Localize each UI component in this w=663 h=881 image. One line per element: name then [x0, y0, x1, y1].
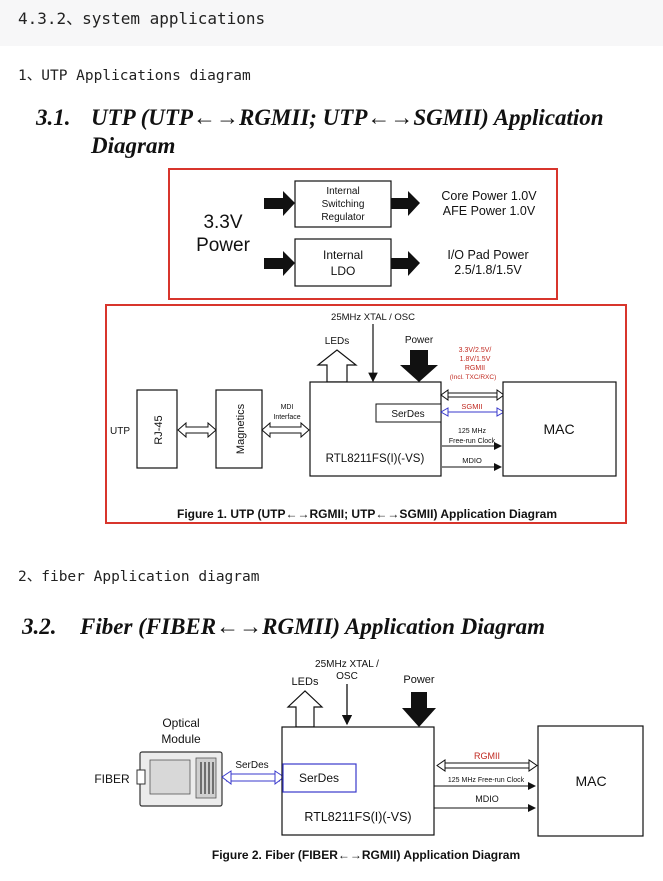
rj45-box	[136, 389, 178, 469]
magnetics-box	[215, 389, 263, 469]
fig2-chip-label: RTL8211FS(I)(-VS)	[304, 810, 411, 824]
clock-line2: Free-run Clock	[449, 438, 496, 445]
arrow-to-regulator	[264, 191, 295, 216]
utp-diagram-border	[105, 304, 627, 524]
mac-label: MAC	[543, 421, 574, 437]
fig2-rgmii-label: RGMII	[474, 751, 500, 761]
fig2-leds-label: LEDs	[292, 676, 319, 688]
fig2-mac-label: MAC	[575, 773, 606, 789]
mac-box	[502, 381, 617, 477]
heading-3-2-title: Fiber (FIBER←→RGMII) Application Diagram	[80, 614, 545, 639]
optical-line1: Optical	[162, 716, 199, 730]
clock-line1: 125 MHz	[458, 428, 487, 435]
io-power-line1: I/O Pad Power	[447, 248, 528, 262]
figure1-caption: Figure 1. UTP (UTP←→RGMII; UTP←→SGMII) A…	[177, 507, 557, 521]
mdio-label: MDIO	[462, 456, 482, 465]
power-in-line2: Power	[196, 235, 251, 256]
header-bar	[0, 0, 663, 46]
fig2-mdio-label: MDIO	[475, 794, 499, 804]
fig2-xtal-line1: 25MHz XTAL /	[315, 659, 379, 670]
subsection-fiber: 2、fiber Application diagram	[18, 569, 260, 585]
leds-label: LEDs	[325, 336, 349, 347]
voltage-line4: (Incl. TXC/RXC)	[450, 374, 496, 381]
fig2-serdes-link-label: SerDes	[235, 760, 268, 771]
figure2-caption: Figure 2. Fiber (FIBER←→RGMII) Applicati…	[212, 848, 520, 862]
chip-label: RTL8211FS(I)(-VS)	[326, 453, 425, 465]
section-heading: 4.3.2、system applications	[18, 9, 266, 28]
rj45-label: RJ-45	[153, 415, 165, 444]
fig2-clock-label: 125 MHz Free-run Clock	[448, 777, 525, 784]
xtal-label: 25MHz XTAL / OSC	[331, 312, 415, 323]
io-power-line2: 2.5/1.8/1.5V	[454, 263, 522, 277]
arrow-to-core-power	[391, 191, 420, 216]
magnetics-label: Magnetics	[235, 403, 247, 454]
power-label: Power	[405, 335, 434, 346]
voltage-line1: 3.3V/2.5V/	[459, 347, 492, 354]
optical-module-graphic	[136, 751, 223, 807]
mdi-arrow	[261, 421, 310, 439]
chip-box	[309, 381, 442, 477]
heading-3-2-number: 3.2.	[22, 614, 57, 639]
fig2-mac-box	[537, 725, 644, 837]
ldo-box	[294, 238, 392, 287]
core-power-line2: AFE Power 1.0V	[443, 204, 536, 218]
power-arrow	[400, 350, 438, 382]
heading-3-1-number: 3.1.	[36, 105, 71, 130]
mdi-line1: MDI	[281, 404, 294, 411]
rj45-magnetics-arrow	[177, 421, 217, 439]
fiber-label: FIBER	[94, 772, 130, 786]
regulator-box	[294, 180, 392, 228]
mdi-line2: Interface	[273, 414, 300, 421]
serdes-label: SerDes	[391, 409, 424, 420]
utp-label: UTP	[110, 426, 130, 437]
fig2-xtal-line2: OSC	[336, 671, 358, 682]
regulator-line1: Internal	[326, 186, 359, 197]
heading-3-1-title-line2: Diagram	[91, 133, 176, 158]
ldo-line1: Internal	[323, 248, 363, 262]
ldo-line2: LDO	[331, 264, 356, 278]
core-power-line1: Core Power 1.0V	[441, 189, 537, 203]
regulator-line2: Switching	[322, 199, 365, 210]
heading-3-1-title: UTP (UTP←→RGMII; UTP←→SGMII) Application	[91, 105, 604, 130]
arrow-to-ldo	[264, 251, 295, 276]
arrow-to-io-power	[391, 251, 420, 276]
sgmii-label: SGMII	[461, 402, 482, 411]
voltage-line2: 1.8V/1.5V	[460, 356, 491, 363]
fig2-serdes-box	[282, 763, 357, 793]
optical-line2: Module	[161, 732, 201, 746]
fig2-serdes-label: SerDes	[299, 771, 339, 785]
subsection-utp: 1、UTP Applications diagram	[18, 68, 251, 84]
power-section-border	[168, 168, 558, 300]
fig2-power-arrow	[402, 692, 436, 727]
fig2-power-label: Power	[403, 674, 435, 686]
regulator-line3: Regulator	[321, 212, 365, 223]
serdes-box	[375, 403, 442, 423]
voltage-line3: RGMII	[465, 365, 485, 372]
power-in-line1: 3.3V	[203, 212, 242, 233]
fig2-leds-arrow	[286, 690, 324, 728]
leds-arrow	[316, 349, 358, 383]
